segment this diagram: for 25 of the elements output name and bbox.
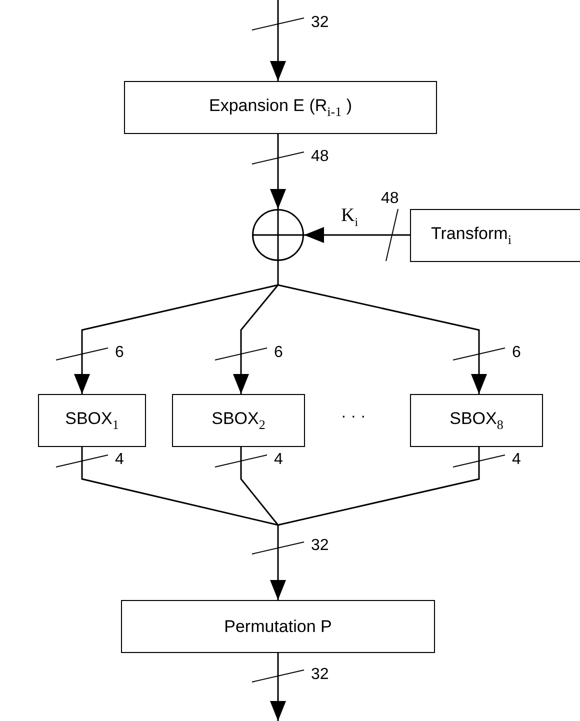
box-label: SBOX$_{8}$: [450, 408, 504, 432]
arrow: [304, 227, 410, 243]
box-label: Expansion E (R$_{i-1}$ ): [209, 96, 352, 120]
connector-line: [278, 447, 480, 526]
arrow: [74, 284, 278, 394]
arrow: [233, 284, 279, 394]
arrow: [270, 134, 286, 209]
arrow: [270, 653, 286, 721]
connector-line: [277, 261, 279, 285]
arrow: [270, 0, 286, 81]
box-label: Transform$_{i}$: [431, 224, 512, 248]
process-box: [38, 394, 146, 447]
process-box: [410, 209, 580, 262]
arrow: [278, 284, 487, 394]
box-label: SBOX$_{2}$: [212, 408, 266, 432]
process-box: [124, 81, 437, 134]
xor-symbol: [252, 209, 304, 261]
box-label: SBOX$_{1}$: [65, 408, 119, 432]
box-label: Permutation P: [224, 616, 332, 636]
process-box: [121, 600, 435, 653]
connector-line: [240, 447, 279, 526]
process-box: [172, 394, 305, 447]
connector-line: [81, 447, 278, 526]
process-box: [410, 394, 543, 447]
arrow: [270, 525, 286, 600]
